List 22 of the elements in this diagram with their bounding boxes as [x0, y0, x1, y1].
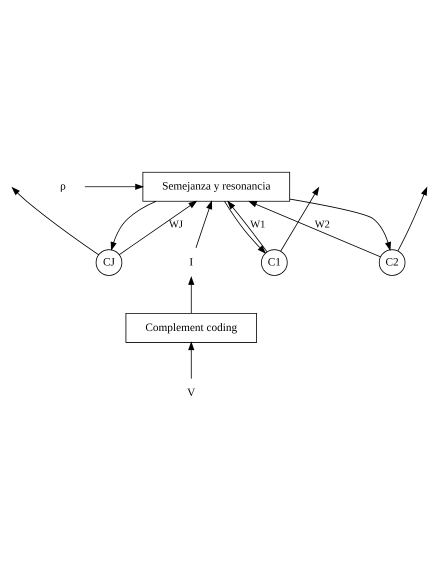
node-box: Complement coding [126, 312, 257, 342]
node-circle: CJ [96, 248, 122, 276]
edge-label: WJ [168, 218, 183, 230]
node-text: I [189, 256, 194, 268]
arrow [188, 340, 194, 379]
arrow [11, 186, 99, 255]
node-circle: C1 [261, 248, 288, 276]
edge-label: W1 [250, 218, 266, 230]
arrow [196, 200, 212, 248]
arrow [110, 200, 156, 250]
node-circle: C2 [378, 248, 406, 276]
node-text: ρ [60, 180, 66, 192]
arrow [398, 186, 428, 251]
arrow [289, 198, 392, 250]
arrow [188, 275, 194, 314]
arrow [118, 200, 198, 255]
node-box: Semejanza y resonancia [142, 171, 290, 202]
arrow [84, 183, 144, 190]
arrow [248, 200, 381, 257]
node-text: V [187, 386, 196, 399]
edge-label: W2 [314, 218, 330, 230]
arrow [280, 186, 320, 252]
